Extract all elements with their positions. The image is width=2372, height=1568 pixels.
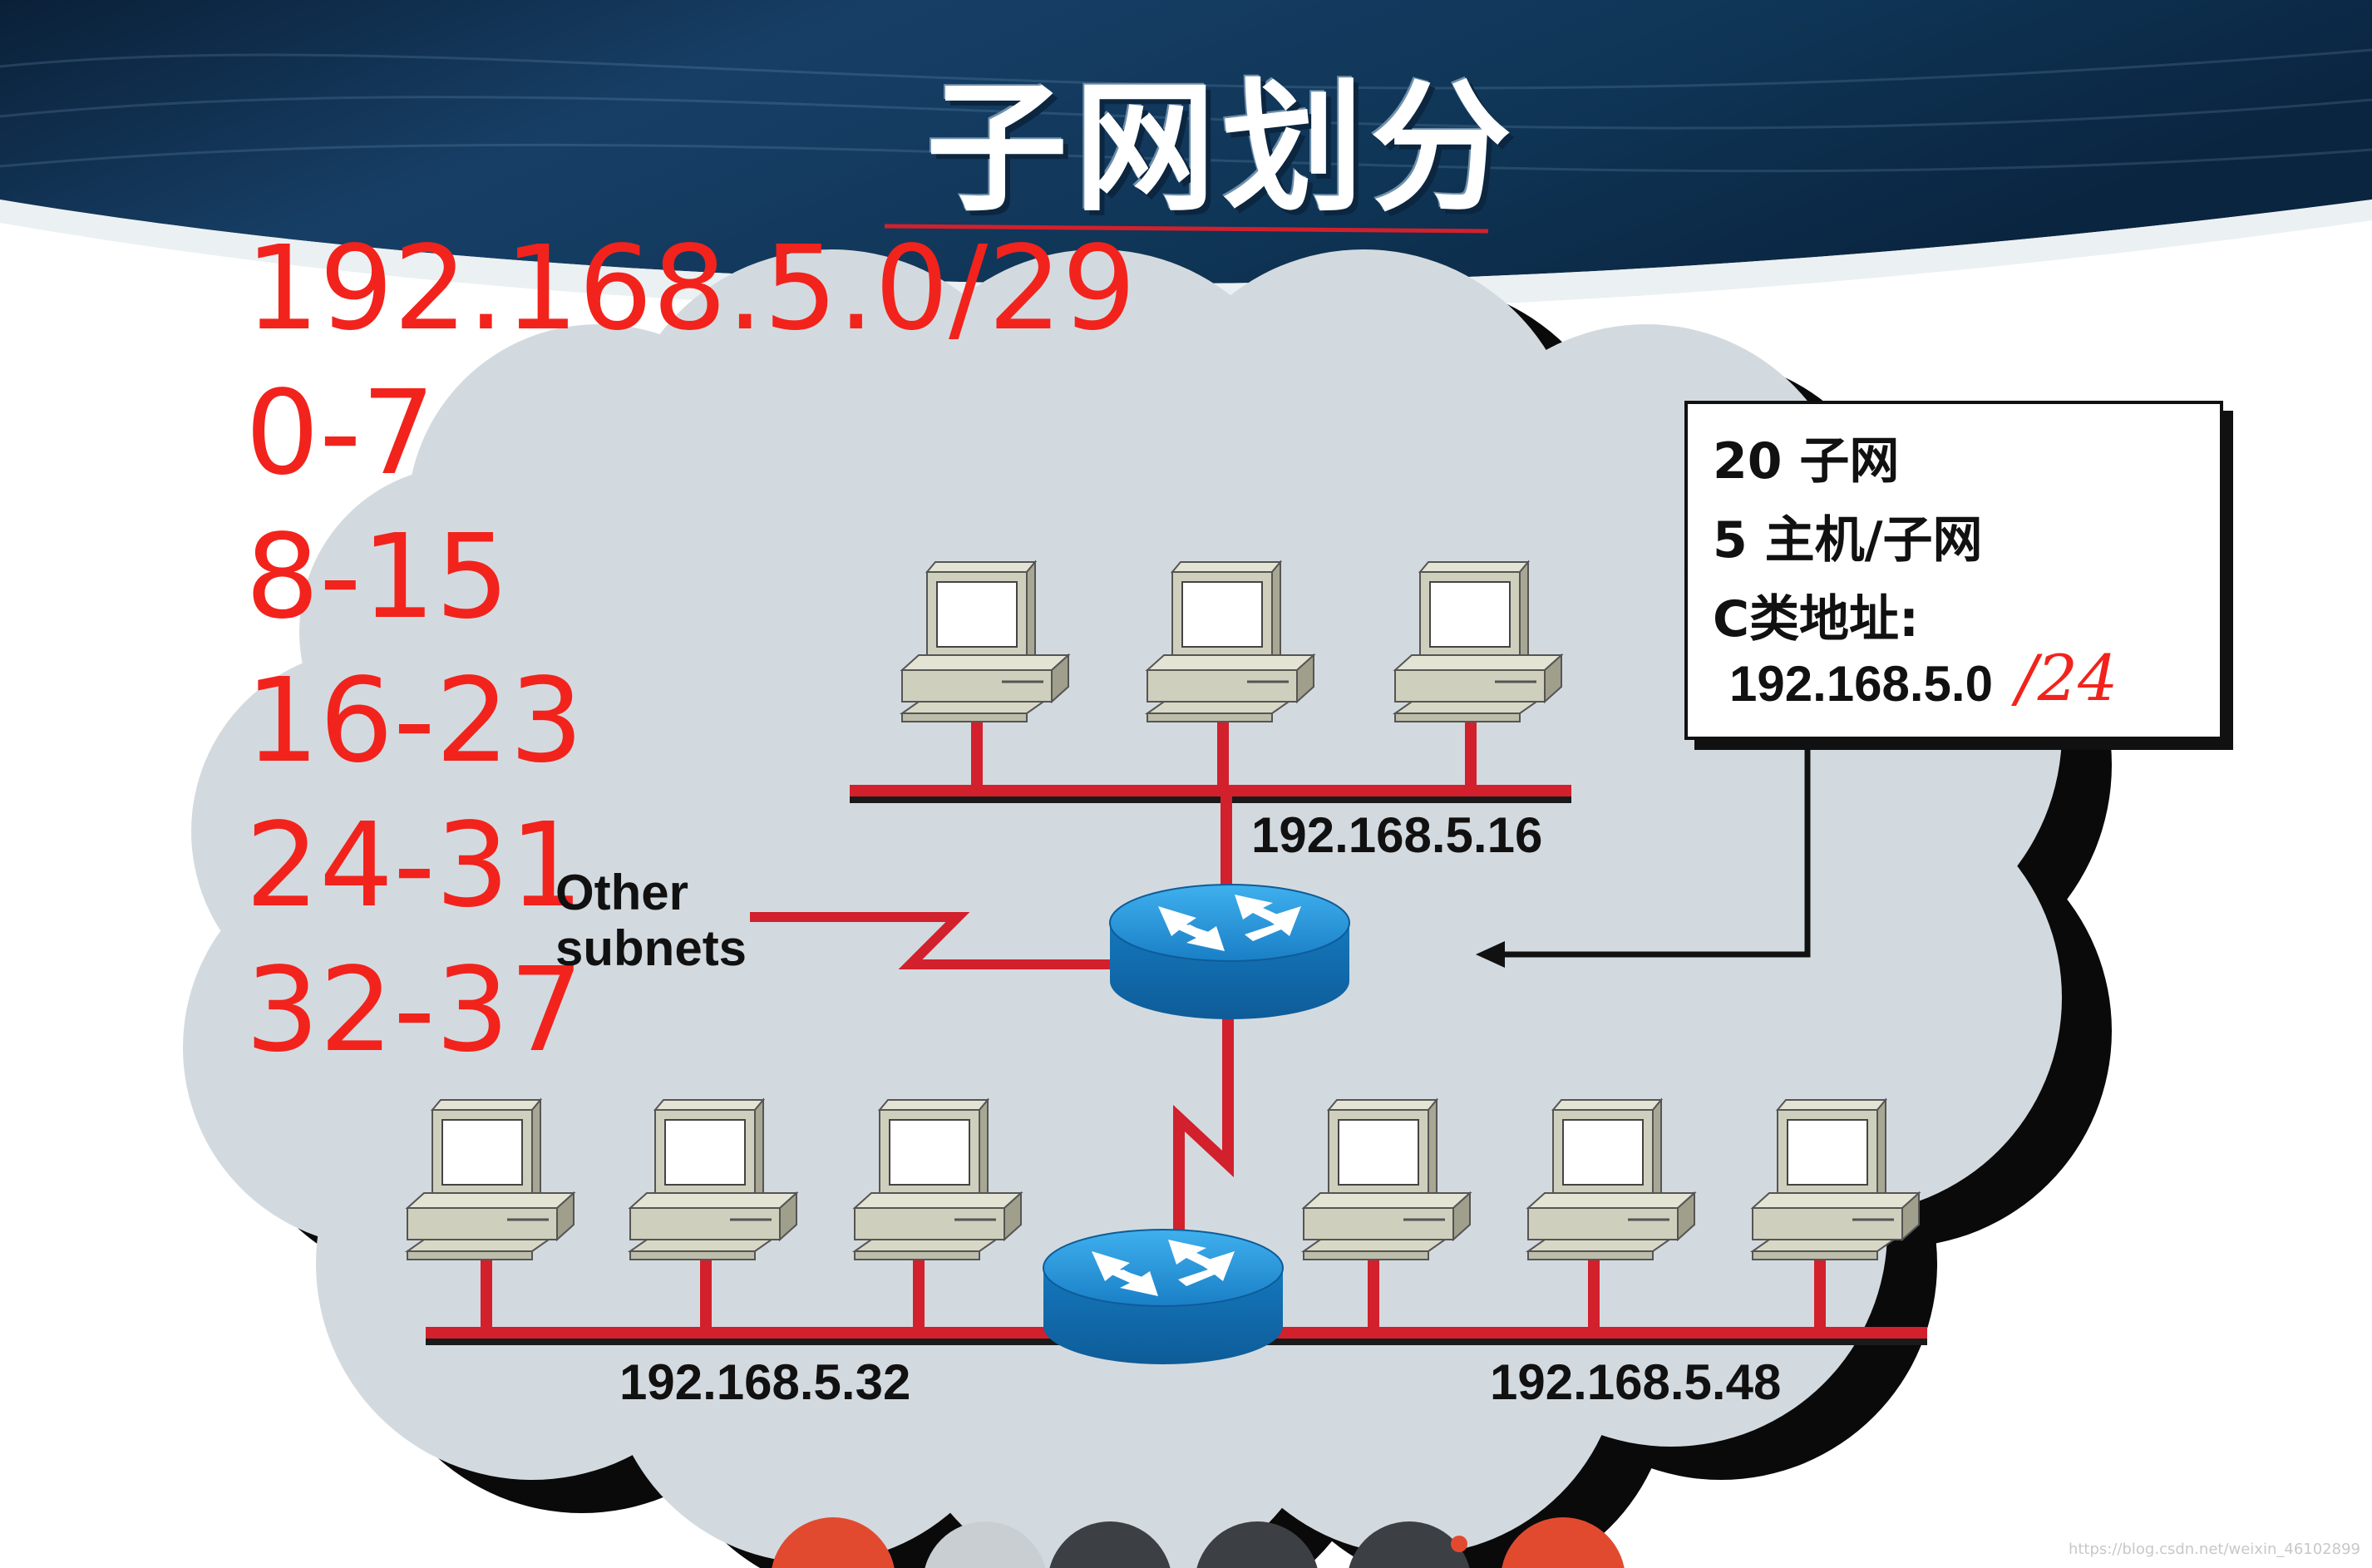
router-bottom-icon — [1043, 1229, 1284, 1365]
top-lan — [850, 560, 1571, 896]
info-handwritten-prefix: /24 — [2016, 641, 2118, 715]
subnet-label-bottom-right: 192.168.5.48 — [1490, 1354, 1782, 1410]
slide-nav-dots — [772, 1517, 1625, 1568]
annotation-range-1: 0-7 — [245, 366, 436, 501]
other-subnets-line-1: Other — [555, 865, 689, 920]
annotation-network: 192.168.5.0/29 — [245, 221, 1137, 357]
annotation-range-3: 16-23 — [245, 653, 584, 789]
subnet-label-top: 192.168.5.16 — [1251, 807, 1543, 863]
info-subnets: 20 子网 — [1713, 432, 1900, 491]
annotation-range-4: 24-31 — [245, 798, 584, 934]
watermark: https://blog.csdn.net/weixin_46102899 — [2068, 1541, 2360, 1558]
annotation-range-5: 32-37 — [245, 943, 584, 1078]
other-subnets-line-2: subnets — [555, 920, 747, 977]
slide-title: 子网划分 — [925, 65, 1518, 231]
info-hosts: 5 主机/子网 — [1713, 511, 1983, 570]
router-top-icon — [1109, 884, 1350, 1020]
other-subnets-label: Other subnets — [555, 865, 747, 976]
subnet-label-bottom-left: 192.168.5.32 — [619, 1354, 911, 1410]
info-base-address: 192.168.5.0 — [1729, 656, 1993, 712]
info-class: C类地址: — [1713, 590, 1920, 648]
annotation-range-2: 8-15 — [245, 510, 510, 645]
other-subnets-link — [750, 912, 1114, 969]
info-box: 20 子网 5 主机/子网 C类地址: 192.168.5.0 /24 — [1684, 401, 2223, 740]
title-underline — [884, 224, 1489, 234]
arrow-head-icon — [1476, 941, 1505, 968]
serial-link — [1173, 1014, 1234, 1243]
info-connector — [1497, 732, 1811, 958]
